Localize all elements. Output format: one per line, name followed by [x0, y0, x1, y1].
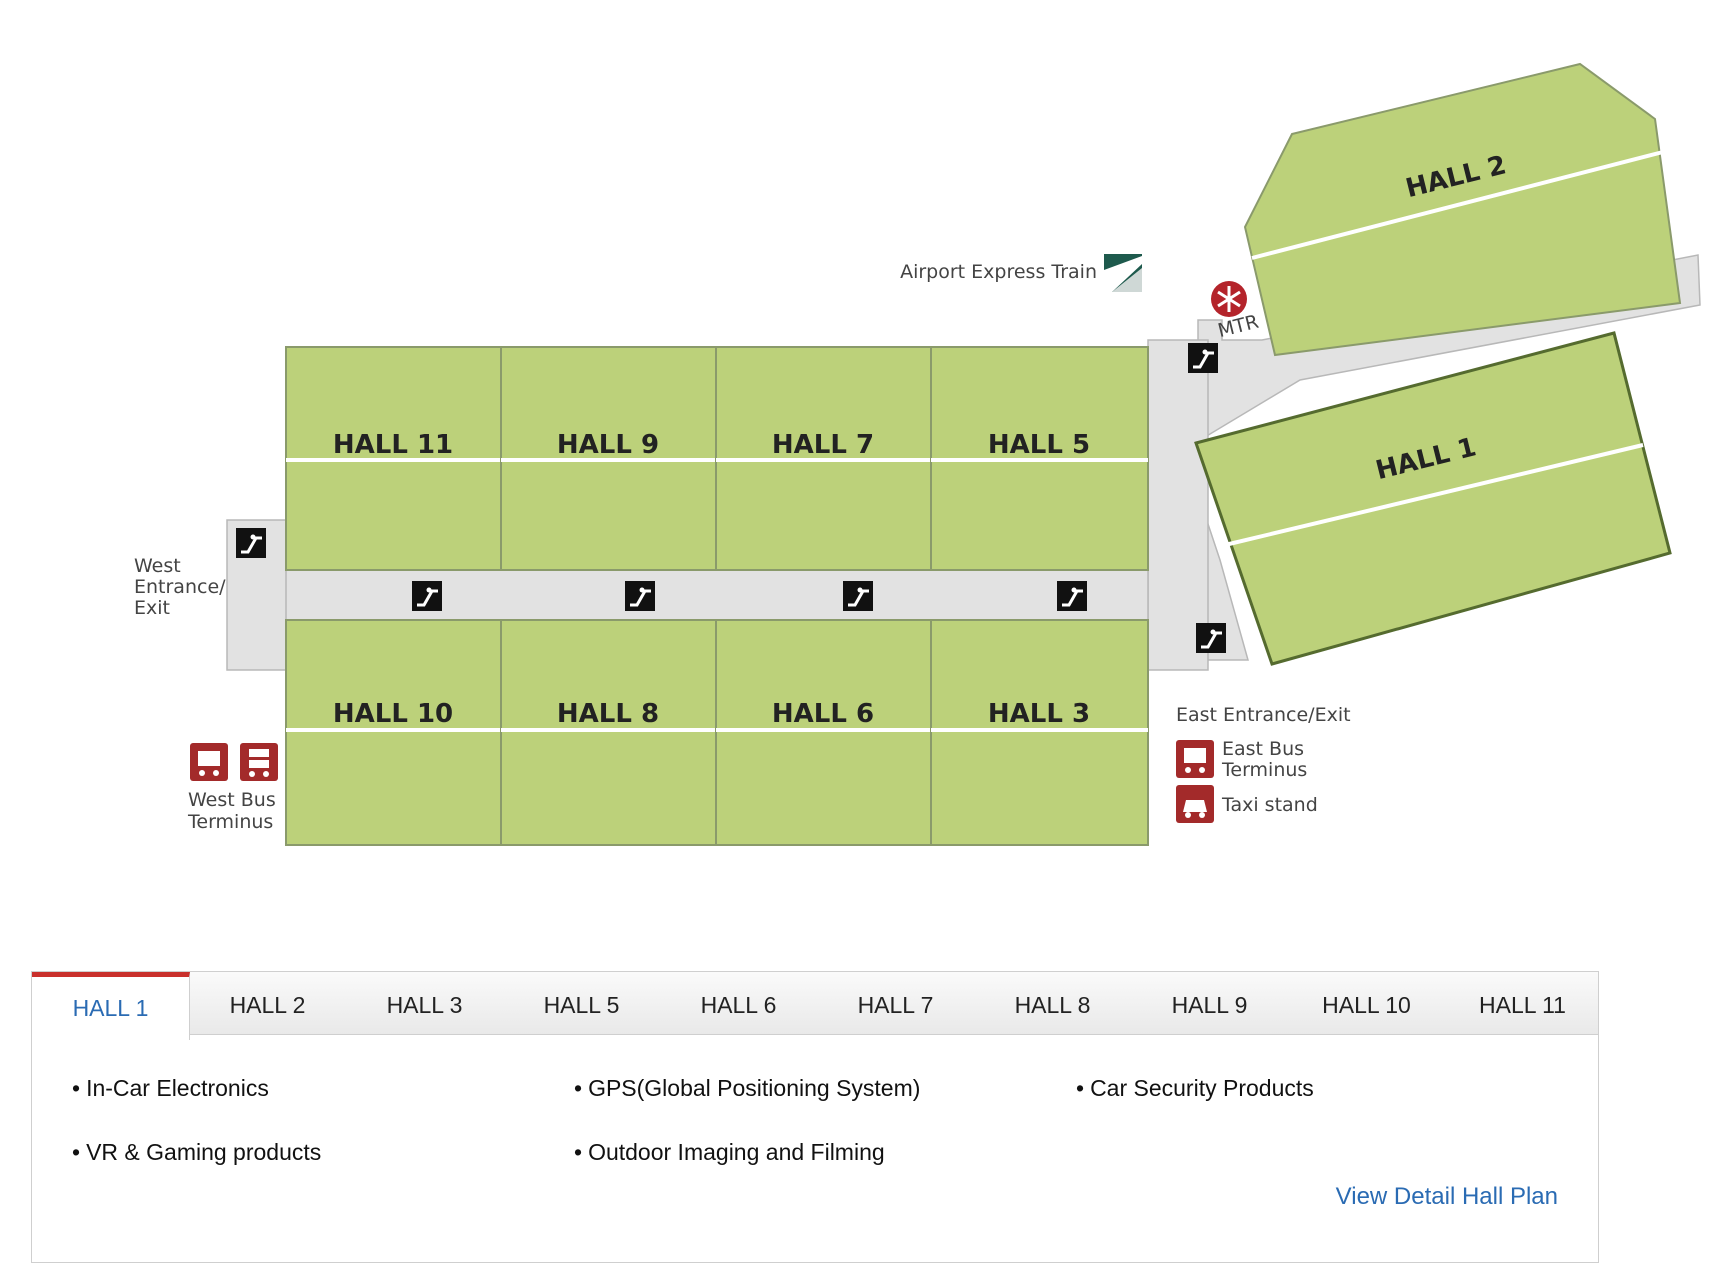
escalator-icon [1055, 579, 1089, 613]
escalator-icon [623, 579, 657, 613]
hall-3-label: HALL 3 [988, 699, 1090, 729]
escalator-icon [841, 579, 875, 613]
airport-express-label: Airport Express Train [900, 261, 1097, 283]
escalator-icon [410, 579, 444, 613]
hall-10-label: HALL 10 [333, 699, 453, 729]
hall-11[interactable]: HALL 11 [285, 346, 502, 571]
east-bus-terminus-label: East Bus Terminus [1221, 738, 1310, 781]
escalator-icon [1194, 621, 1228, 655]
hall-6-label: HALL 6 [772, 699, 874, 729]
hall-5[interactable]: HALL 5 [930, 346, 1149, 571]
hall-2[interactable]: HALL 2 [1243, 62, 1682, 357]
east-concourse [1147, 254, 1701, 671]
airport-express-icon [1104, 254, 1142, 292]
hall-9[interactable]: HALL 9 [500, 346, 717, 571]
west-bus-terminus-label: West Bus Terminus [187, 789, 282, 833]
hall-3[interactable]: HALL 3 [930, 619, 1149, 846]
east-entrance-label: East Entrance/Exit [1176, 704, 1351, 726]
escalator-icon [1186, 341, 1220, 375]
hall-8[interactable]: HALL 8 [500, 619, 717, 846]
taxi-icon [1176, 785, 1214, 823]
hall-7[interactable]: HALL 7 [715, 346, 932, 571]
tab-hall-10[interactable]: HALL 10 [1322, 992, 1411, 1018]
view-detail-hall-plan-link[interactable]: View Detail Hall Plan [1335, 1183, 1558, 1210]
tab-hall-6[interactable]: HALL 6 [700, 992, 777, 1018]
venue-map: HALL 11 HALL 9 HALL 7 HALL 5 HALL 10 HAL… [134, 62, 1701, 846]
tab-hall-5[interactable]: HALL 5 [543, 992, 620, 1018]
hall-6[interactable]: HALL 6 [715, 619, 932, 846]
tab-hall-2[interactable]: HALL 2 [229, 992, 306, 1018]
hall-1[interactable]: HALL 1 [1194, 331, 1672, 666]
bus-icon [190, 743, 228, 781]
hall-9-label: HALL 9 [557, 430, 659, 460]
feature-item: VR & Gaming products [72, 1139, 321, 1166]
feature-item: Outdoor Imaging and Filming [574, 1139, 885, 1166]
escalator-icon [234, 526, 268, 560]
hall-11-label: HALL 11 [333, 430, 453, 460]
feature-item: GPS(Global Positioning System) [574, 1075, 920, 1102]
hall-10[interactable]: HALL 10 [285, 619, 502, 846]
feature-item: Car Security Products [1076, 1075, 1314, 1102]
tab-hall-3[interactable]: HALL 3 [386, 992, 463, 1018]
west-entrance-label: West Entrance/ Exit [134, 555, 232, 619]
bus-icon [240, 743, 278, 781]
mtr-logo-icon [1211, 281, 1247, 317]
tab-hall-9[interactable]: HALL 9 [1171, 992, 1248, 1018]
hall-7-label: HALL 7 [772, 430, 874, 460]
hall-tabs: HALL 1 HALL 2 HALL 3 HALL 5 HALL 6 HALL … [32, 972, 1598, 1040]
hall-5-label: HALL 5 [988, 430, 1090, 460]
taxi-stand-label: Taxi stand [1221, 794, 1318, 816]
feature-item: In-Car Electronics [72, 1075, 269, 1102]
tab-hall-8[interactable]: HALL 8 [1014, 992, 1091, 1018]
hall-info-panel: HALL 1 HALL 2 HALL 3 HALL 5 HALL 6 HALL … [31, 971, 1599, 1263]
tab-hall-11[interactable]: HALL 11 [1479, 992, 1566, 1018]
hall-8-label: HALL 8 [557, 699, 659, 729]
bus-icon [1176, 740, 1214, 778]
tab-hall-1[interactable]: HALL 1 [32, 972, 190, 1040]
tab-hall-7[interactable]: HALL 7 [857, 992, 934, 1018]
